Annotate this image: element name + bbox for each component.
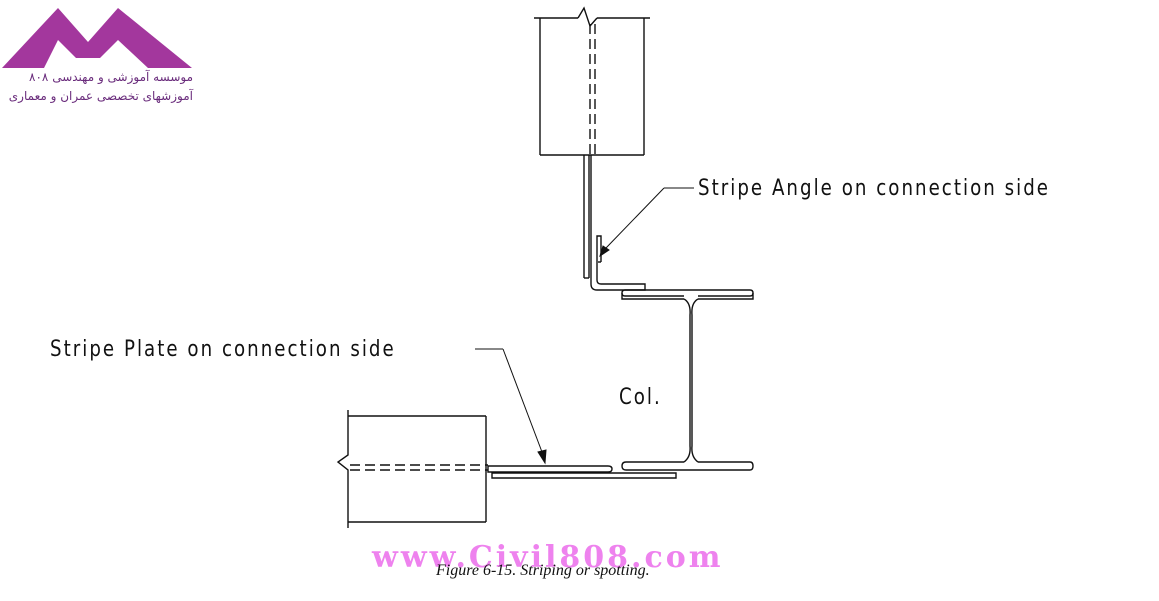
website-watermark: www.Civil808.com [372,540,724,575]
connection-plate [487,465,677,479]
figure-caption: Figure 6-15. Striping or spotting. [436,562,650,579]
stripe-angle-label: Stripe Angle on connection side [698,176,1051,201]
logo-mountain-shape [2,8,192,68]
column-label: Col. [619,385,662,410]
stripe-plate-label: Stripe Plate on connection side [50,337,396,362]
beam-web [583,155,590,279]
clip-angle [590,155,646,291]
upper-beam [534,6,650,156]
logo-text-line2: آموزشهای تخصصی عمران و معماری [8,89,193,103]
leader-stripe-plate [475,348,547,465]
institute-logo [2,8,192,68]
lower-beam [336,410,488,528]
column-section [621,289,754,471]
logo-text-line1: موسسه آموزشی و مهندسی ۸۰۸ [29,70,193,84]
leader-stripe-angle [599,187,694,258]
